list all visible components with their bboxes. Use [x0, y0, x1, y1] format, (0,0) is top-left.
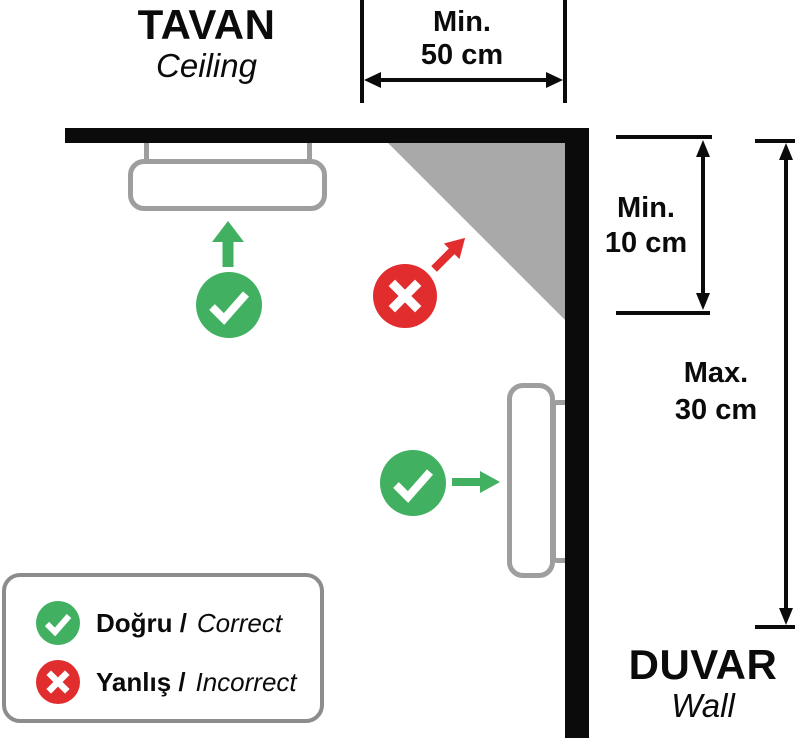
arrowhead-right-icon [546, 72, 563, 88]
ceiling-label-primary: TAVAN [137, 1, 276, 48]
arrowhead-left-icon [364, 72, 381, 88]
diagonal-arrow-icon [431, 237, 466, 272]
legend-box: Doğru / Correct Yanlış / Incorrect [2, 573, 324, 723]
arrowhead-down-icon [779, 608, 793, 625]
ceiling-detector-body [128, 159, 327, 211]
ceiling-label: TAVAN Ceiling [94, 4, 319, 84]
dimension-max-30cm-lines [755, 139, 795, 629]
wall-detector-body [507, 383, 555, 578]
arrowhead-up-icon [779, 143, 793, 160]
wall-label: DUVAR Wall [606, 644, 795, 724]
arrowhead-up-icon [696, 140, 710, 157]
wall-bar [565, 128, 589, 738]
wall-label-primary: DUVAR [628, 641, 778, 688]
ceiling-label-secondary: Ceiling [156, 47, 257, 84]
x-circle-icon [36, 660, 80, 704]
dimension-min-50cm-label: Min. 50 cm [420, 6, 504, 71]
up-arrow-icon [212, 221, 244, 267]
dimension-min-50cm-lines [360, 0, 567, 103]
arrowhead-down-icon [696, 293, 710, 310]
legend-correct-label: Doğru / Correct [96, 607, 283, 638]
check-circle-icon [380, 450, 446, 516]
check-circle-icon [196, 272, 262, 338]
ceiling-bar [65, 128, 589, 143]
x-circle-icon [373, 264, 437, 328]
wall-label-secondary: Wall [671, 687, 735, 724]
legend-row-incorrect: Yanlış / Incorrect [6, 660, 320, 704]
right-arrow-icon [452, 471, 500, 493]
dimension-max-30cm-label: Max. 30 cm [674, 357, 758, 426]
legend-incorrect-label: Yanlış / Incorrect [96, 666, 297, 697]
dimension-min-10cm-lines [616, 135, 712, 315]
check-circle-icon [36, 601, 80, 645]
dimension-min-10cm-label: Min. 10 cm [604, 192, 688, 259]
legend-row-correct: Doğru / Correct [6, 601, 320, 645]
